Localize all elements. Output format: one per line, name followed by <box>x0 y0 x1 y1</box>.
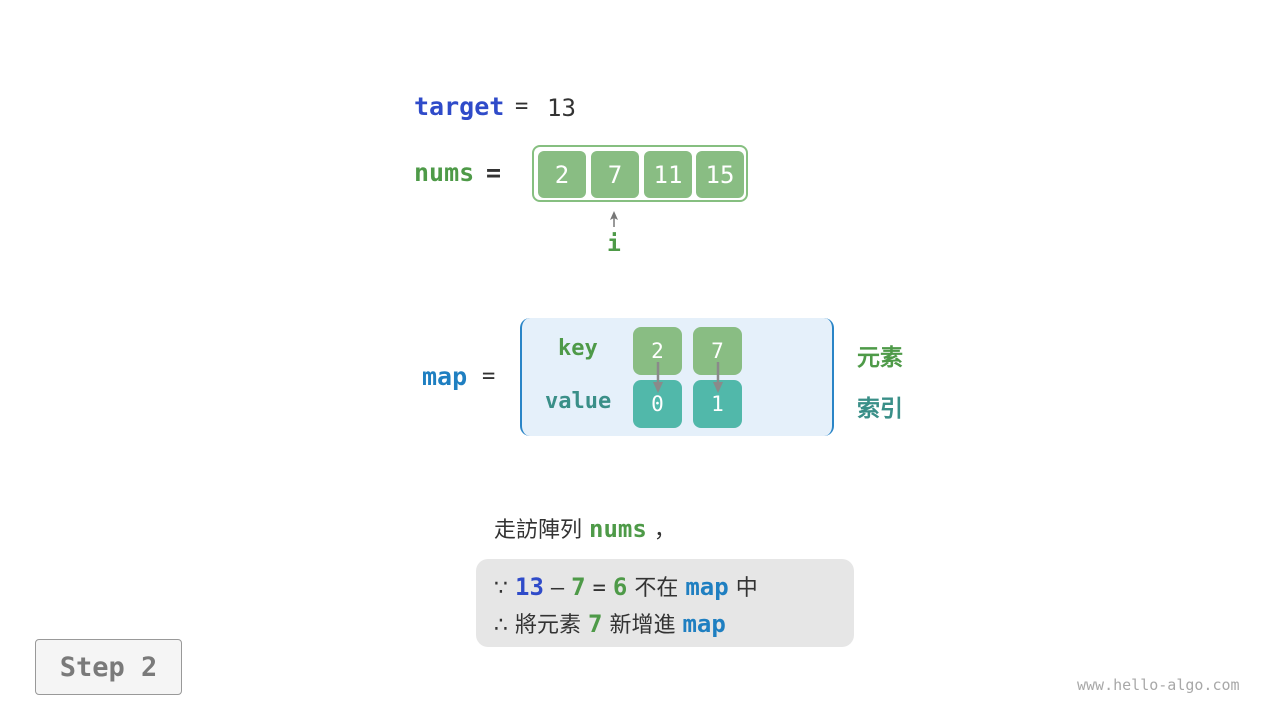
step-button[interactable]: Step 2 <box>35 639 182 695</box>
not-in-text: 不在 <box>634 576 679 601</box>
map-equals: = <box>482 364 496 389</box>
explanation-row-therefore: ∴ 將元素 7 新增進 map <box>494 607 726 639</box>
map-arrow-down-icon <box>653 362 663 393</box>
nums-cell-2: 11 <box>644 151 692 198</box>
in-text: 中 <box>735 576 758 601</box>
explanation-box <box>476 559 854 647</box>
map-ref: map <box>685 573 729 601</box>
add-element-text: 將元素 <box>515 613 582 638</box>
num-ref: 7 <box>588 610 603 638</box>
legend-element: 元素 <box>857 345 903 371</box>
explanation-row-because: ∵ 13 – 7 = 6 不在 map 中 <box>494 570 758 602</box>
target-equals: = <box>515 94 529 119</box>
map-key-label: key <box>558 336 598 361</box>
complement-ref: 6 <box>612 573 628 601</box>
num-ref: 7 <box>571 573 586 601</box>
target-keyword: target <box>414 92 505 121</box>
watermark: www.hello-algo.com <box>1077 676 1240 694</box>
description-heading: 走訪陣列 nums ， <box>494 512 676 544</box>
minus-sign: – <box>550 576 565 601</box>
therefore-symbol: ∴ <box>494 613 508 638</box>
map-ref: map <box>682 610 726 638</box>
nums-cell-3: 15 <box>696 151 744 198</box>
legend-index: 索引 <box>857 396 903 422</box>
map-arrow-down-icon <box>713 362 723 393</box>
target-ref: 13 <box>515 573 544 601</box>
pointer-label: i <box>607 231 621 257</box>
target-value: 13 <box>547 94 576 122</box>
equals-sign: = <box>592 576 606 601</box>
map-keyword: map <box>422 362 468 391</box>
nums-equals: = <box>486 158 502 187</box>
map-value-label: value <box>545 389 612 414</box>
description-var: nums <box>589 515 647 543</box>
description-prefix: 走訪陣列 <box>494 518 583 543</box>
nums-cell-1: 7 <box>591 151 639 198</box>
nums-keyword: nums <box>414 158 475 187</box>
add-into-text: 新增進 <box>609 613 676 638</box>
description-suffix: ， <box>653 518 676 543</box>
pointer-arrow-icon <box>610 211 618 227</box>
nums-cell-0: 2 <box>538 151 586 198</box>
because-symbol: ∵ <box>494 576 508 601</box>
